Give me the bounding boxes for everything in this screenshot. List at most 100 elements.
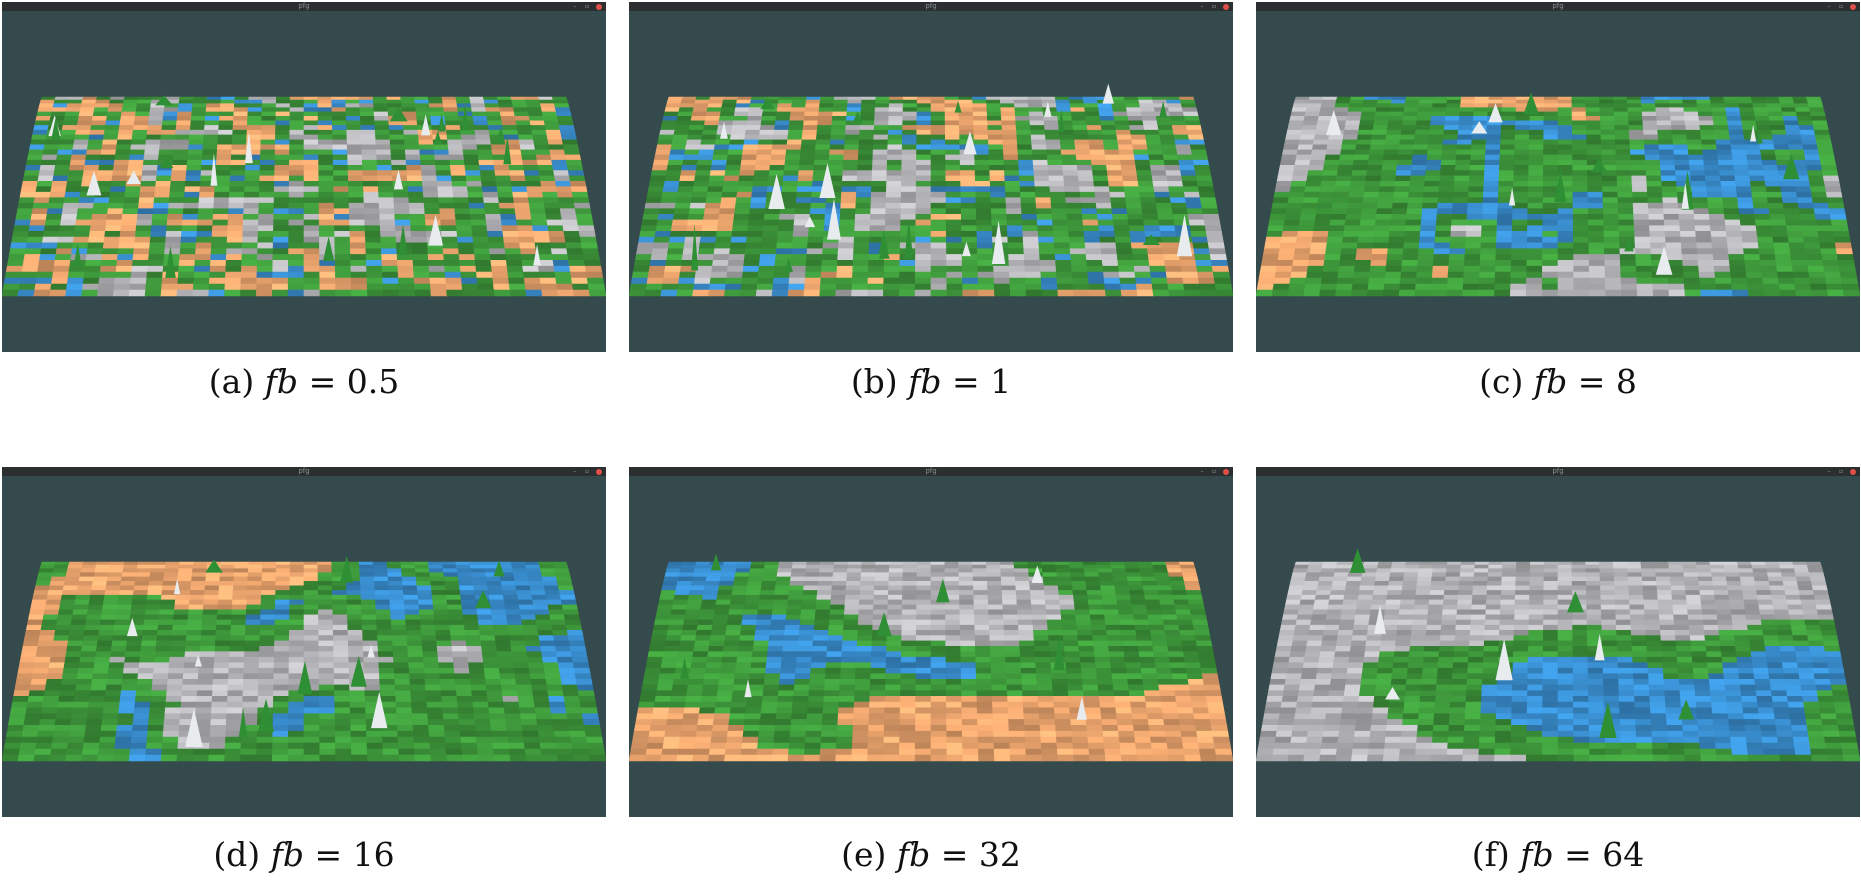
terrain-tile (187, 154, 203, 161)
terrain-tile (433, 149, 450, 156)
terrain-tile (725, 165, 742, 171)
terrain-tile (155, 180, 172, 187)
terrain-tile (930, 186, 947, 193)
terrain-tile (346, 120, 362, 126)
terrain-tile (1665, 236, 1682, 244)
terrain-tile (1045, 144, 1062, 151)
terrain-tile (1747, 283, 1765, 291)
terrain-tile (654, 149, 672, 156)
terrain-tile (1817, 231, 1835, 238)
terrain-tile (1633, 214, 1650, 221)
terrain-tile (180, 236, 197, 244)
close-icon[interactable] (596, 3, 602, 10)
terrain-tile (1207, 242, 1225, 249)
maximize-icon[interactable]: ▫ (1838, 2, 1844, 10)
terrain-tile (165, 231, 183, 238)
terrain-tile (1612, 96, 1628, 101)
terrain-tile (1080, 202, 1098, 210)
terrain-tile (303, 590, 319, 596)
terrain-tile (1573, 289, 1591, 297)
terrain-tile (1401, 125, 1417, 131)
terrain-tile (331, 116, 347, 122)
terrain-tile (442, 564, 458, 570)
terrain-tile (1153, 103, 1169, 109)
terrain-tile (1271, 289, 1290, 297)
terrain-tile (413, 277, 431, 285)
terrain-peak (1488, 103, 1503, 123)
terrain-tile (1529, 129, 1545, 136)
minimize-icon[interactable]: – (1827, 2, 1831, 10)
terrain-tile (415, 111, 431, 117)
terrain-tile (229, 180, 246, 187)
terrain-tile (678, 271, 697, 279)
terrain-tile (373, 572, 389, 578)
terrain-tile (1152, 180, 1169, 187)
terrain-tile (842, 159, 859, 166)
terrain-tile (1615, 149, 1631, 156)
terrain-tile (40, 624, 57, 631)
terrain-tile (555, 277, 573, 285)
terrain-tile (1198, 283, 1217, 291)
terrain-tile (179, 254, 196, 261)
terrain-tile (988, 159, 1005, 166)
maximize-icon[interactable]: ▫ (584, 2, 590, 10)
terrain-tile (551, 254, 569, 261)
terrain-tile (1616, 165, 1632, 171)
terrain-tile (289, 154, 305, 161)
terrain-tile (1615, 154, 1632, 161)
minimize-icon[interactable]: – (573, 2, 577, 10)
terrain-tile (419, 619, 436, 626)
terrain-tile (945, 149, 961, 156)
terrain-tile (1588, 242, 1605, 249)
terrain-tile (1799, 214, 1817, 221)
terrain-tile (225, 254, 243, 261)
terrain-tile (455, 225, 473, 232)
caption-label: (c) (1479, 362, 1524, 401)
terrain-tile (1837, 260, 1856, 267)
terrain-tile (960, 202, 977, 210)
close-icon[interactable] (1850, 3, 1856, 10)
terrain-tile (1512, 191, 1529, 198)
terrain-tile (1307, 99, 1324, 105)
terrain-tile (317, 590, 333, 596)
terrain-tile (1500, 120, 1516, 126)
close-icon[interactable] (1223, 3, 1229, 10)
terrain-tile (1412, 154, 1428, 161)
terrain-tile (1345, 208, 1363, 215)
terrain-tile (303, 568, 319, 574)
terrain-tile (993, 283, 1011, 291)
terrain-tile (883, 260, 901, 267)
terrain-tile (733, 214, 750, 221)
terrain-tile (724, 283, 742, 291)
close-icon[interactable] (596, 468, 602, 475)
terrain-tile (1438, 191, 1455, 198)
terrain-tile (1381, 165, 1398, 171)
terrain-tile (404, 144, 420, 151)
terrain-tile (52, 175, 69, 182)
terrain-tile (1708, 208, 1725, 215)
terrain-tile (109, 186, 127, 193)
terrain-tile (1774, 149, 1791, 156)
terrain-tile (1810, 283, 1828, 291)
terrain-tile (901, 144, 917, 151)
terrain-tile (1481, 225, 1498, 232)
minimize-icon[interactable]: – (573, 467, 577, 475)
terrain-tile (777, 99, 793, 105)
terrain-tile (930, 289, 948, 297)
terrain-tile (318, 609, 334, 616)
terrain-tile (1086, 265, 1104, 273)
terrain-tile (275, 99, 291, 105)
terrain-tile (333, 197, 350, 204)
terrain-tile (1671, 129, 1687, 136)
terrain-tile (1036, 208, 1053, 215)
terrain-tile (1668, 103, 1684, 109)
terrain-tile (505, 254, 523, 261)
maximize-icon[interactable]: ▫ (584, 467, 590, 475)
terrain-tile (676, 289, 694, 297)
terrain-tile (438, 197, 455, 204)
maximize-icon[interactable]: ▫ (1211, 2, 1217, 10)
minimize-icon[interactable]: – (1200, 2, 1204, 10)
terrain-tile (515, 585, 532, 591)
terrain-tile (386, 564, 402, 570)
terrain-tile (819, 103, 835, 109)
